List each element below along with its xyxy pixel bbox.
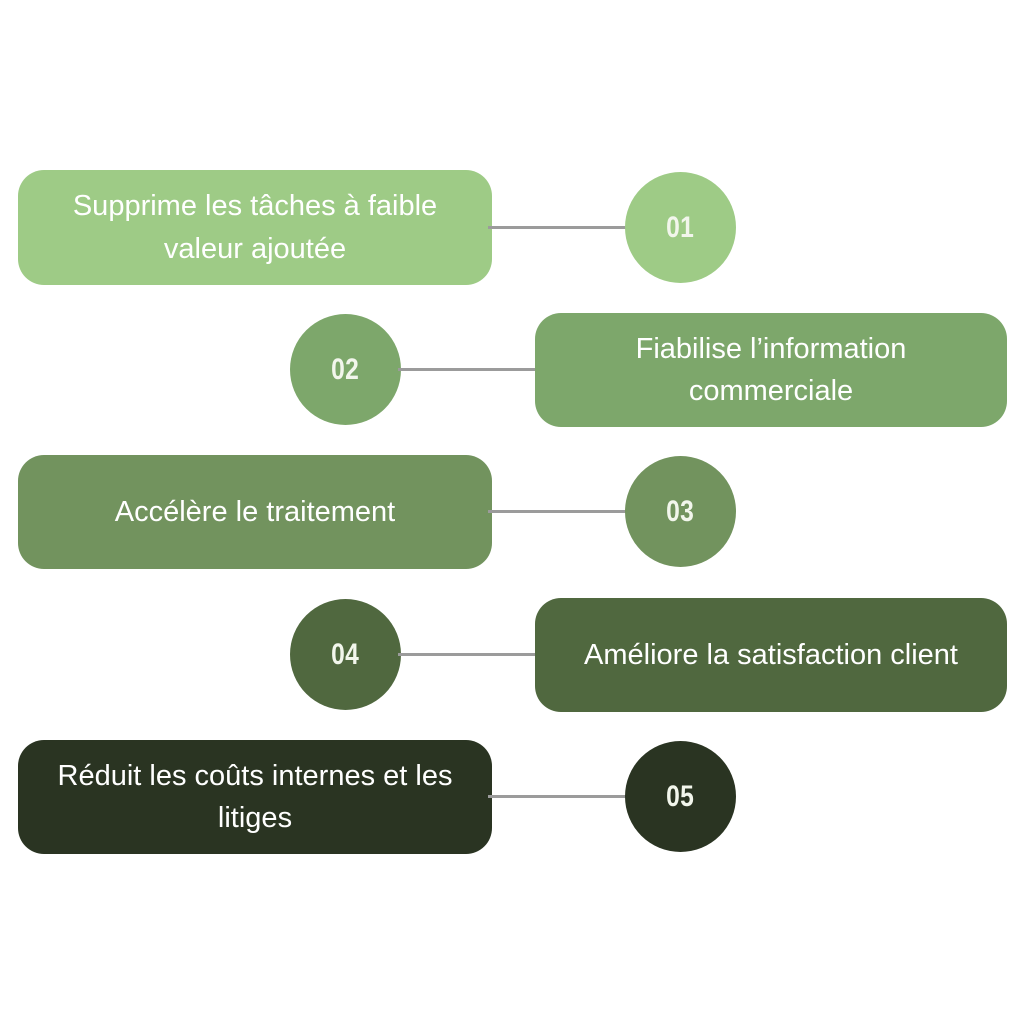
step-circle-5: 05 bbox=[625, 741, 736, 852]
step-number-2: 02 bbox=[331, 352, 360, 386]
step-number-5: 05 bbox=[666, 779, 695, 813]
connector-line-2 bbox=[398, 368, 538, 371]
benefit-box-4: Améliore la satisfaction client bbox=[535, 598, 1007, 712]
step-number-4: 04 bbox=[331, 637, 360, 671]
benefit-box-2: Fiabilise l’information commerciale bbox=[535, 313, 1007, 427]
step-circle-2: 02 bbox=[290, 314, 401, 425]
benefit-box-3: Accélère le traitement bbox=[18, 455, 492, 569]
step-number-1: 01 bbox=[666, 210, 695, 244]
benefit-box-1: Supprime les tâches à faible valeur ajou… bbox=[18, 170, 492, 285]
connector-line-4 bbox=[398, 653, 538, 656]
step-circle-4: 04 bbox=[290, 599, 401, 710]
step-number-3: 03 bbox=[666, 494, 695, 528]
connector-line-1 bbox=[488, 226, 630, 229]
step-circle-3: 03 bbox=[625, 456, 736, 567]
benefit-box-5: Réduit les coûts internes et les litiges bbox=[18, 740, 492, 854]
connector-line-3 bbox=[488, 510, 630, 513]
step-circle-1: 01 bbox=[625, 172, 736, 283]
connector-line-5 bbox=[488, 795, 630, 798]
